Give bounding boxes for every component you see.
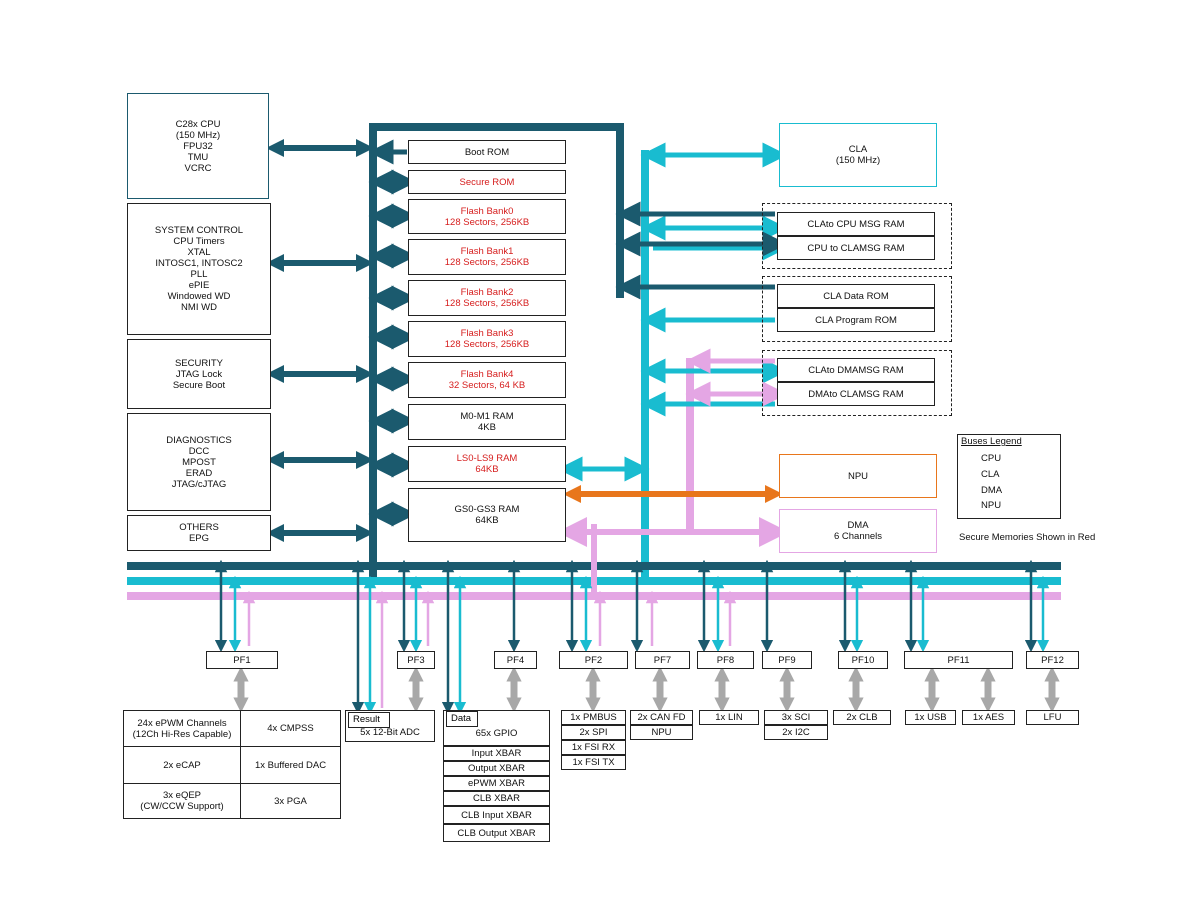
gpio-data-label: Data xyxy=(446,711,478,727)
pf12-block: PF12 xyxy=(1026,651,1079,669)
pf11-block: PF11 xyxy=(904,651,1013,669)
cla-rom-group xyxy=(762,276,952,342)
left-block-links xyxy=(266,139,374,542)
dma-bus-drops xyxy=(242,590,737,708)
cla-data-rom: CLA Data ROM xyxy=(777,284,935,308)
cmpss-block: 4x CMPSS xyxy=(240,710,341,747)
security-block: SECURITY JTAG Lock Secure Boot xyxy=(127,339,271,409)
dma-to-cla-msg-ram: DMAto CLAMSG RAM xyxy=(777,382,935,406)
pf4-block: PF4 xyxy=(494,651,537,669)
fsi-rx-block: 1x FSI RX xyxy=(561,740,626,755)
pf3-block: PF3 xyxy=(397,651,435,669)
cla-bus-drops xyxy=(228,575,1050,715)
epwm-block: 24x ePWM Channels (12Ch Hi-Res Capable) xyxy=(123,710,241,747)
epwm-xbar-block: ePWM XBAR xyxy=(443,776,550,791)
dma-block-links xyxy=(557,517,789,600)
pf7-block: PF7 xyxy=(635,651,690,669)
ecap-block: 2x eCAP xyxy=(123,746,241,784)
cla-program-rom: CLA Program ROM xyxy=(777,308,935,332)
pf8-block: PF8 xyxy=(697,651,754,669)
npu-block: NPU xyxy=(779,454,937,498)
pf1-block: PF1 xyxy=(206,651,278,669)
pf9-block: PF9 xyxy=(762,651,812,669)
peripheral-frame-links xyxy=(233,666,1060,713)
cla-msg-ram-group xyxy=(762,203,952,269)
cla-links xyxy=(557,142,788,482)
flash-bank3-block: Flash Bank3 128 Sectors, 256KB xyxy=(408,321,566,357)
cla-to-cpu-msg-ram: CLAto CPU MSG RAM xyxy=(777,212,935,236)
legend-label-cpu: CPU xyxy=(981,453,1002,464)
dma-vertical-bus xyxy=(686,358,694,533)
cpu-bus-drops xyxy=(214,559,1038,715)
flash-bank1-block: Flash Bank1 128 Sectors, 256KB xyxy=(408,239,566,275)
gs-ram-block: GS0-GS3 RAM 64KB xyxy=(408,488,566,542)
pf2-block: PF2 xyxy=(559,651,628,669)
cla-to-dma-msg-ram: CLAto DMAMSG RAM xyxy=(777,358,935,382)
flash-bank4-block: Flash Bank4 32 Sectors, 64 KB xyxy=(408,362,566,398)
dma-msg-ram-group xyxy=(762,350,952,416)
pf7-npu-block: NPU xyxy=(630,725,693,740)
buses-legend xyxy=(957,434,1061,519)
legend-label-cla: CLA xyxy=(981,469,1000,480)
lfu-block: LFU xyxy=(1026,710,1079,725)
usb-block: 1x USB xyxy=(905,710,956,725)
clb-block: 2x CLB xyxy=(833,710,891,725)
secure-rom-block: Secure ROM xyxy=(408,170,566,194)
can-fd-block: 2x CAN FD xyxy=(630,710,693,725)
output-xbar-block: Output XBAR xyxy=(443,761,550,776)
pf10-block: PF10 xyxy=(838,651,888,669)
spi-block: 2x SPI xyxy=(561,725,626,740)
buffered-dac-block: 1x Buffered DAC xyxy=(240,746,341,784)
flash-bank0-block: Flash Bank0 128 Sectors, 256KB xyxy=(408,199,566,234)
input-xbar-block: Input XBAR xyxy=(443,746,550,761)
cpu-to-cla-msg-ram: CPU to CLAMSG RAM xyxy=(777,236,935,260)
flash-bank2-block: Flash Bank2 128 Sectors, 256KB xyxy=(408,280,566,316)
ls-ram-block: LS0-LS9 RAM 64KB xyxy=(408,446,566,482)
eqep-block: 3x eQEP (CW/CCW Support) xyxy=(123,783,241,819)
secure-memory-note: Secure Memories Shown in Red xyxy=(959,532,1096,543)
legend-label-npu: NPU xyxy=(981,500,1002,511)
m0-m1-ram-block: M0-M1 RAM 4KB xyxy=(408,404,566,440)
cpu-msg-links xyxy=(615,201,788,300)
legend-label-dma: DMA xyxy=(981,485,1003,496)
diagnostics-block: DIAGNOSTICS DCC MPOST ERAD JTAG/cJTAG xyxy=(127,413,271,511)
i2c-block: 2x I2C xyxy=(764,725,828,740)
fsi-tx-block: 1x FSI TX xyxy=(561,755,626,770)
pmbus-block: 1x PMBUS xyxy=(561,710,626,725)
adc-result-label: Result xyxy=(348,712,390,728)
clb-xbar-block: CLB XBAR xyxy=(443,791,550,806)
pga-block: 3x PGA xyxy=(240,783,341,819)
others-block: OTHERS EPG xyxy=(127,515,271,551)
boot-rom-block: Boot ROM xyxy=(408,140,566,164)
clb-output-xbar-block: CLB Output XBAR xyxy=(443,824,550,842)
lin-block: 1x LIN xyxy=(699,710,759,725)
system-control-block: SYSTEM CONTROL CPU Timers XTAL INTOSC1, … xyxy=(127,203,271,335)
legend-title: Buses Legend xyxy=(961,436,1022,447)
aes-block: 1x AES xyxy=(962,710,1015,725)
c28x-cpu-block: C28x CPU (150 MHz) FPU32 TMU VCRC xyxy=(127,93,269,199)
sci-block: 3x SCI xyxy=(764,710,828,725)
cla-block: CLA (150 MHz) xyxy=(779,123,937,187)
memory-links xyxy=(368,169,417,527)
dma-block: DMA 6 Channels xyxy=(779,509,937,553)
clb-input-xbar-block: CLB Input XBAR xyxy=(443,806,550,824)
